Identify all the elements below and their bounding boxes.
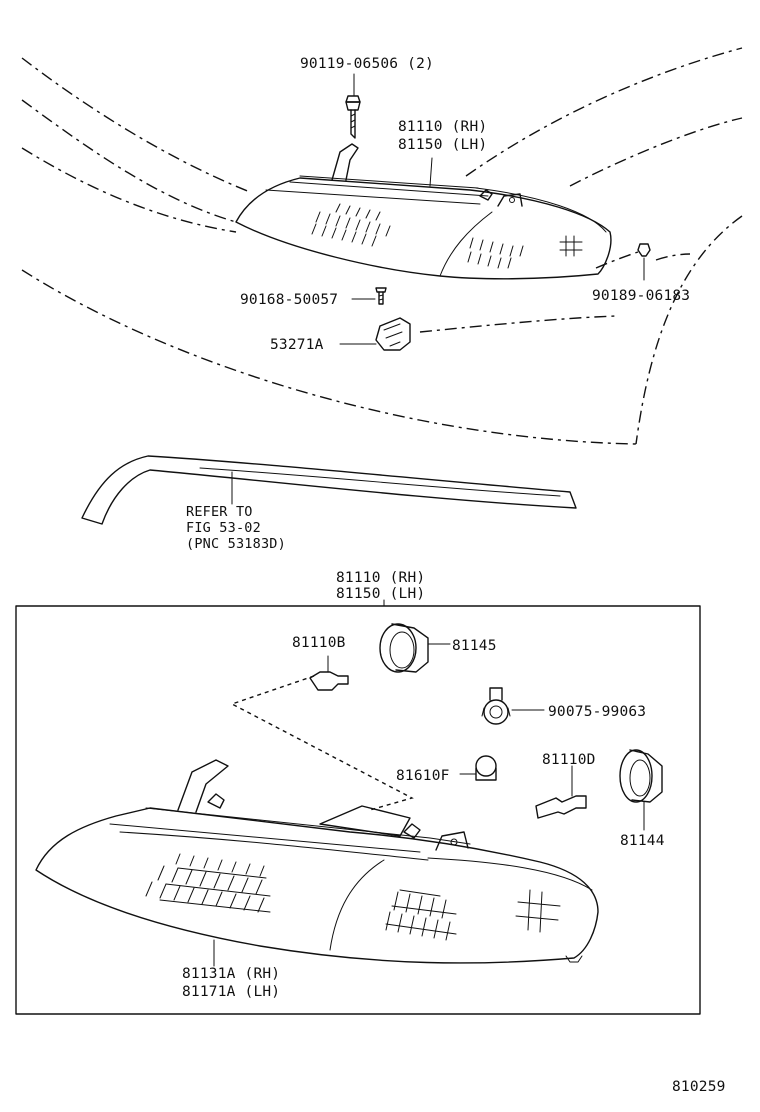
- bracket-icon: [339, 317, 411, 351]
- exploded-view-box: [15, 605, 701, 1015]
- label-socket-90075: 90075-99063: [548, 704, 646, 720]
- label-unit-lh-box: 81150 (LH): [336, 586, 425, 602]
- label-screw-left: 90168-50057: [240, 292, 338, 308]
- bolt-icon-top: [345, 95, 361, 139]
- labels: 90119-06506 (2) 81110 (RH) 81150 (LH) 90…: [182, 56, 726, 1095]
- label-bulb-81610f: 81610F: [396, 768, 450, 784]
- body-outline-lines: [21, 47, 743, 445]
- label-unit-rh-box: 81110 (RH): [336, 570, 425, 586]
- label-refer-line3: (PNC 53183D): [186, 536, 286, 552]
- figure-number: 810259: [672, 1079, 726, 1095]
- label-unit-lh-top: 81150 (LH): [398, 137, 487, 153]
- label-socket-81144: 81144: [620, 833, 665, 849]
- bulb-81610f-icon: [459, 755, 497, 781]
- label-bolt-top: 90119-06506 (2): [300, 56, 434, 72]
- label-unit-rh-top: 81110 (RH): [398, 119, 487, 135]
- socket-81145-icon: [379, 623, 451, 673]
- screw-icon: [351, 287, 387, 305]
- label-lens-lh: 81171A (LH): [182, 984, 280, 1000]
- headlamp-assembly-exploded: [35, 759, 599, 967]
- assembly-guide-lines: [230, 675, 414, 811]
- socket-81144-icon: [619, 749, 663, 831]
- label-refer-line2: FIG 53-02: [186, 520, 261, 536]
- moulding-strip: [81, 455, 577, 525]
- bulb-81110b-icon: [309, 655, 349, 691]
- label-lens-rh: 81131A (RH): [182, 966, 280, 982]
- label-bulb-b: 81110B: [292, 635, 346, 651]
- headlamp-assembly-top: [235, 143, 612, 280]
- label-socket-81145: 81145: [452, 638, 497, 654]
- clip-icon: [637, 243, 651, 281]
- label-bracket: 53271A: [270, 337, 324, 353]
- label-refer-line1: REFER TO: [186, 504, 253, 520]
- label-clip-right: 90189-06183: [592, 288, 690, 304]
- label-bulb-d: 81110D: [542, 752, 596, 768]
- socket-90075-icon: [481, 687, 545, 725]
- bulb-81110d-icon: [535, 765, 587, 819]
- leader-lines-top: [353, 73, 433, 187]
